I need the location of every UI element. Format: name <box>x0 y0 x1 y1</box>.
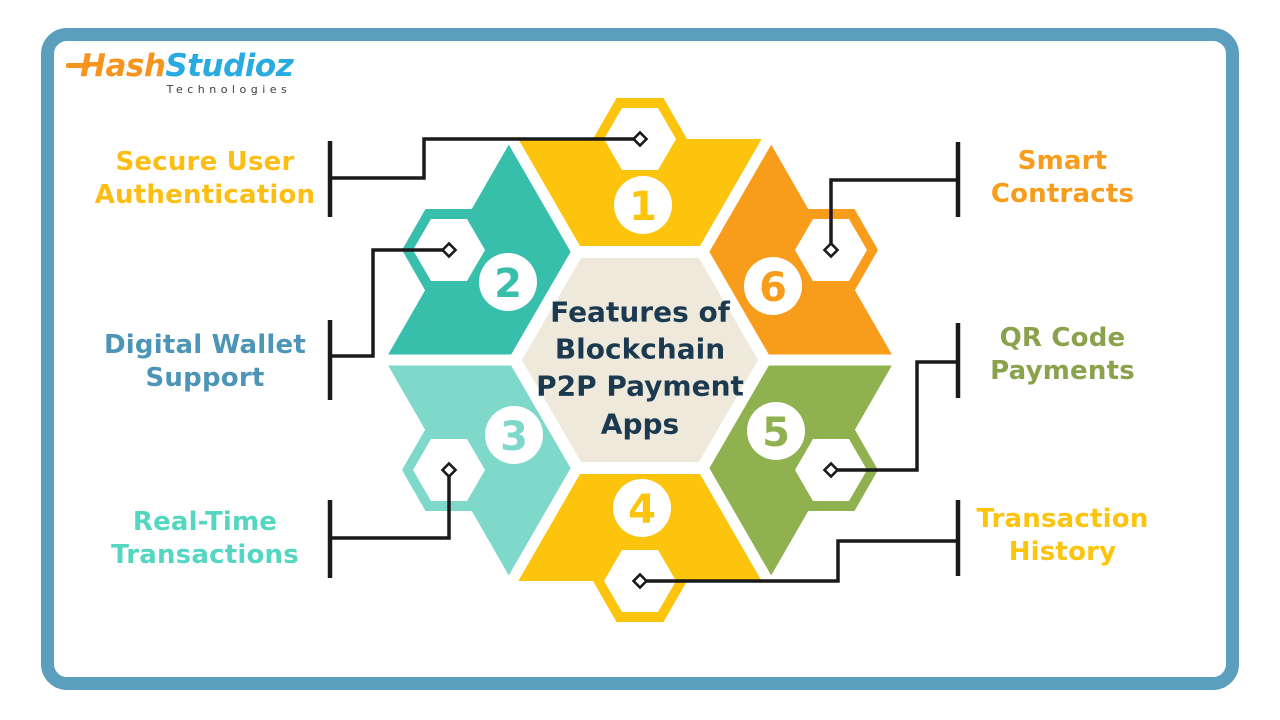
logo-wordmark: HashStudioz <box>66 48 294 84</box>
separator-1-6 <box>695 124 780 260</box>
connector-feature-2 <box>330 248 449 358</box>
feature-3-number-badge <box>485 406 543 464</box>
label-real-time-transactions: Real-Time Transactions <box>80 506 330 572</box>
center-title-line-3: P2P Payment <box>536 370 744 403</box>
feature-2-number: 2 <box>494 261 522 307</box>
label-line: Smart <box>1017 146 1108 176</box>
center-title-line-4: Apps <box>601 408 679 441</box>
connector-feature-4 <box>640 539 958 583</box>
feature-6-number: 6 <box>759 265 787 311</box>
separator-1-2 <box>500 124 585 260</box>
label-qr-code-payments: QR Code Payments <box>950 322 1175 388</box>
label-line: Real-Time <box>132 507 278 537</box>
center-hexagon <box>522 258 758 462</box>
label-digital-wallet-support: Digital Wallet Support <box>80 329 330 395</box>
label-line: Digital Wallet <box>104 330 306 360</box>
diamond-feature-6 <box>822 241 840 259</box>
label-transaction-history: Transaction History <box>950 503 1175 569</box>
feature-2-number-badge <box>479 253 537 311</box>
connector-feature-1 <box>330 137 640 180</box>
label-line: Contracts <box>990 179 1135 209</box>
logo-h-bar-decoration <box>66 63 90 68</box>
label-line: Support <box>145 363 265 393</box>
logo-part-studioz: Studioz <box>165 48 294 84</box>
feature-1-number-badge <box>614 176 672 234</box>
diamond-feature-5 <box>822 461 840 479</box>
diamond-markers <box>440 130 840 590</box>
center-hexagon-group: Features of Blockchain P2P Payment Apps <box>522 258 758 462</box>
label-line: Transactions <box>111 540 299 570</box>
label-line: Payments <box>990 356 1135 386</box>
label-secure-user-authentication: Secure User Authentication <box>80 146 330 212</box>
feature-5-number-badge <box>747 402 805 460</box>
diamond-feature-4 <box>631 572 649 590</box>
wedge-separators <box>370 124 910 596</box>
feature-4-number-badge <box>613 479 671 537</box>
feature-1-number: 1 <box>629 184 657 230</box>
diamond-feature-1 <box>631 130 649 148</box>
logo-tagline: Technologies <box>166 83 292 96</box>
label-smart-contracts: Smart Contracts <box>950 145 1175 211</box>
label-line: QR Code <box>999 323 1126 353</box>
feature-6-number-badge <box>744 257 802 315</box>
connector-feature-5 <box>831 360 958 472</box>
label-line: Secure User <box>115 147 295 177</box>
connector-lines <box>327 137 961 583</box>
logo-part-hash: Hash <box>80 48 166 84</box>
separator-4-5 <box>695 460 780 596</box>
center-title-line-2: Blockchain <box>555 333 725 366</box>
feature-4-number: 4 <box>628 487 656 533</box>
logo: HashStudioz Technologies <box>66 48 294 96</box>
label-line: Transaction <box>976 504 1149 534</box>
separator-3-4 <box>500 460 585 596</box>
connector-feature-6 <box>829 178 958 250</box>
label-line: History <box>1008 537 1117 567</box>
center-title-line-1: Features of <box>550 296 731 329</box>
number-badges: 1 2 3 4 5 6 <box>479 176 805 537</box>
center-title: Features of Blockchain P2P Payment Apps <box>536 296 744 441</box>
diamond-feature-3 <box>440 461 458 479</box>
connector-feature-3 <box>330 470 451 540</box>
feature-3-number: 3 <box>500 414 528 460</box>
diamond-feature-2 <box>440 241 458 259</box>
feature-5-number: 5 <box>762 410 790 456</box>
label-line: Authentication <box>94 180 316 210</box>
